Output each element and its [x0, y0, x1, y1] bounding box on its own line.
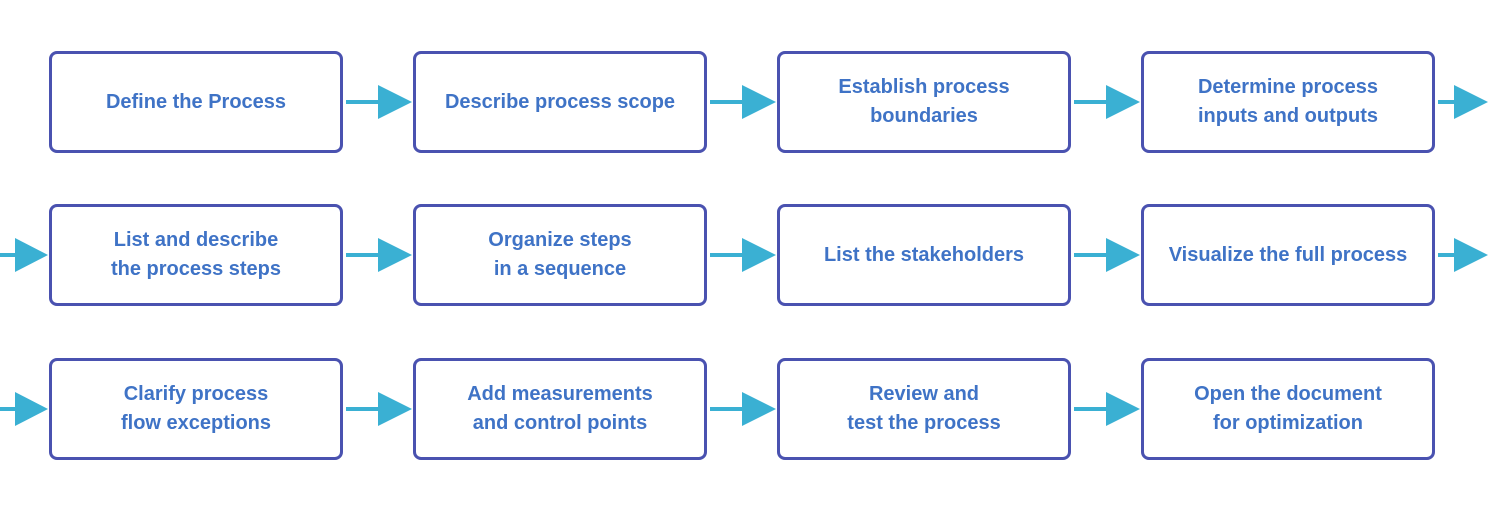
flow-arrow: [710, 392, 776, 426]
flow-arrow: [710, 85, 776, 119]
step-box-add-measurements: Add measurements and control points: [413, 358, 707, 460]
step-box-clarify-exceptions: Clarify process flow exceptions: [49, 358, 343, 460]
arrow-head: [742, 85, 776, 119]
step-box-open-document: Open the document for optimization: [1141, 358, 1435, 460]
arrow-head: [1454, 85, 1488, 119]
step-label: Open the document for optimization: [1194, 383, 1382, 434]
arrow-head: [15, 238, 48, 272]
arrow-head: [15, 392, 48, 426]
arrow-head: [1454, 238, 1488, 272]
step-label: Visualize the full process: [1168, 243, 1408, 266]
step-label: Define the Process: [105, 90, 287, 113]
step-label: List the stakeholders: [823, 243, 1025, 266]
step-box-list-stakeholders: List the stakeholders: [777, 204, 1071, 306]
flow-arrow: [0, 392, 48, 426]
step-label: Review and test the process: [847, 383, 1001, 434]
step-label: Determine process inputs and outputs: [1197, 76, 1379, 127]
step-label: Clarify process flow exceptions: [120, 383, 272, 434]
arrow-head: [742, 238, 776, 272]
flow-arrow: [1074, 85, 1140, 119]
step-label: List and describe the process steps: [110, 229, 282, 280]
step-box-organize-steps: Organize steps in a sequence: [413, 204, 707, 306]
flow-arrow: [346, 85, 412, 119]
arrow-head: [378, 85, 412, 119]
step-box-visualize-process: Visualize the full process: [1141, 204, 1435, 306]
arrow-head: [1106, 392, 1140, 426]
step-box-list-describe-steps: List and describe the process steps: [49, 204, 343, 306]
step-box-review-test: Review and test the process: [777, 358, 1071, 460]
step-label: Establish process boundaries: [838, 76, 1010, 127]
arrow-head: [742, 392, 776, 426]
arrow-head: [1106, 85, 1140, 119]
flow-arrow: [1074, 238, 1140, 272]
flow-arrow: [710, 238, 776, 272]
flow-arrow: [1074, 392, 1140, 426]
step-box-establish-boundaries: Establish process boundaries: [777, 51, 1071, 153]
flow-arrow: [346, 392, 412, 426]
flow-arrow: [1438, 85, 1488, 119]
step-box-determine-inputs-outputs: Determine process inputs and outputs: [1141, 51, 1435, 153]
step-label: Add measurements and control points: [467, 383, 653, 434]
flow-arrow: [0, 238, 48, 272]
flow-arrow: [1438, 238, 1488, 272]
arrow-head: [378, 238, 412, 272]
step-box-describe-scope: Describe process scope: [413, 51, 707, 153]
step-label: Describe process scope: [444, 90, 676, 113]
step-box-define-process: Define the Process: [49, 51, 343, 153]
arrow-head: [1106, 238, 1140, 272]
arrow-head: [378, 392, 412, 426]
step-label: Organize steps in a sequence: [488, 229, 632, 280]
flow-arrow: [346, 238, 412, 272]
